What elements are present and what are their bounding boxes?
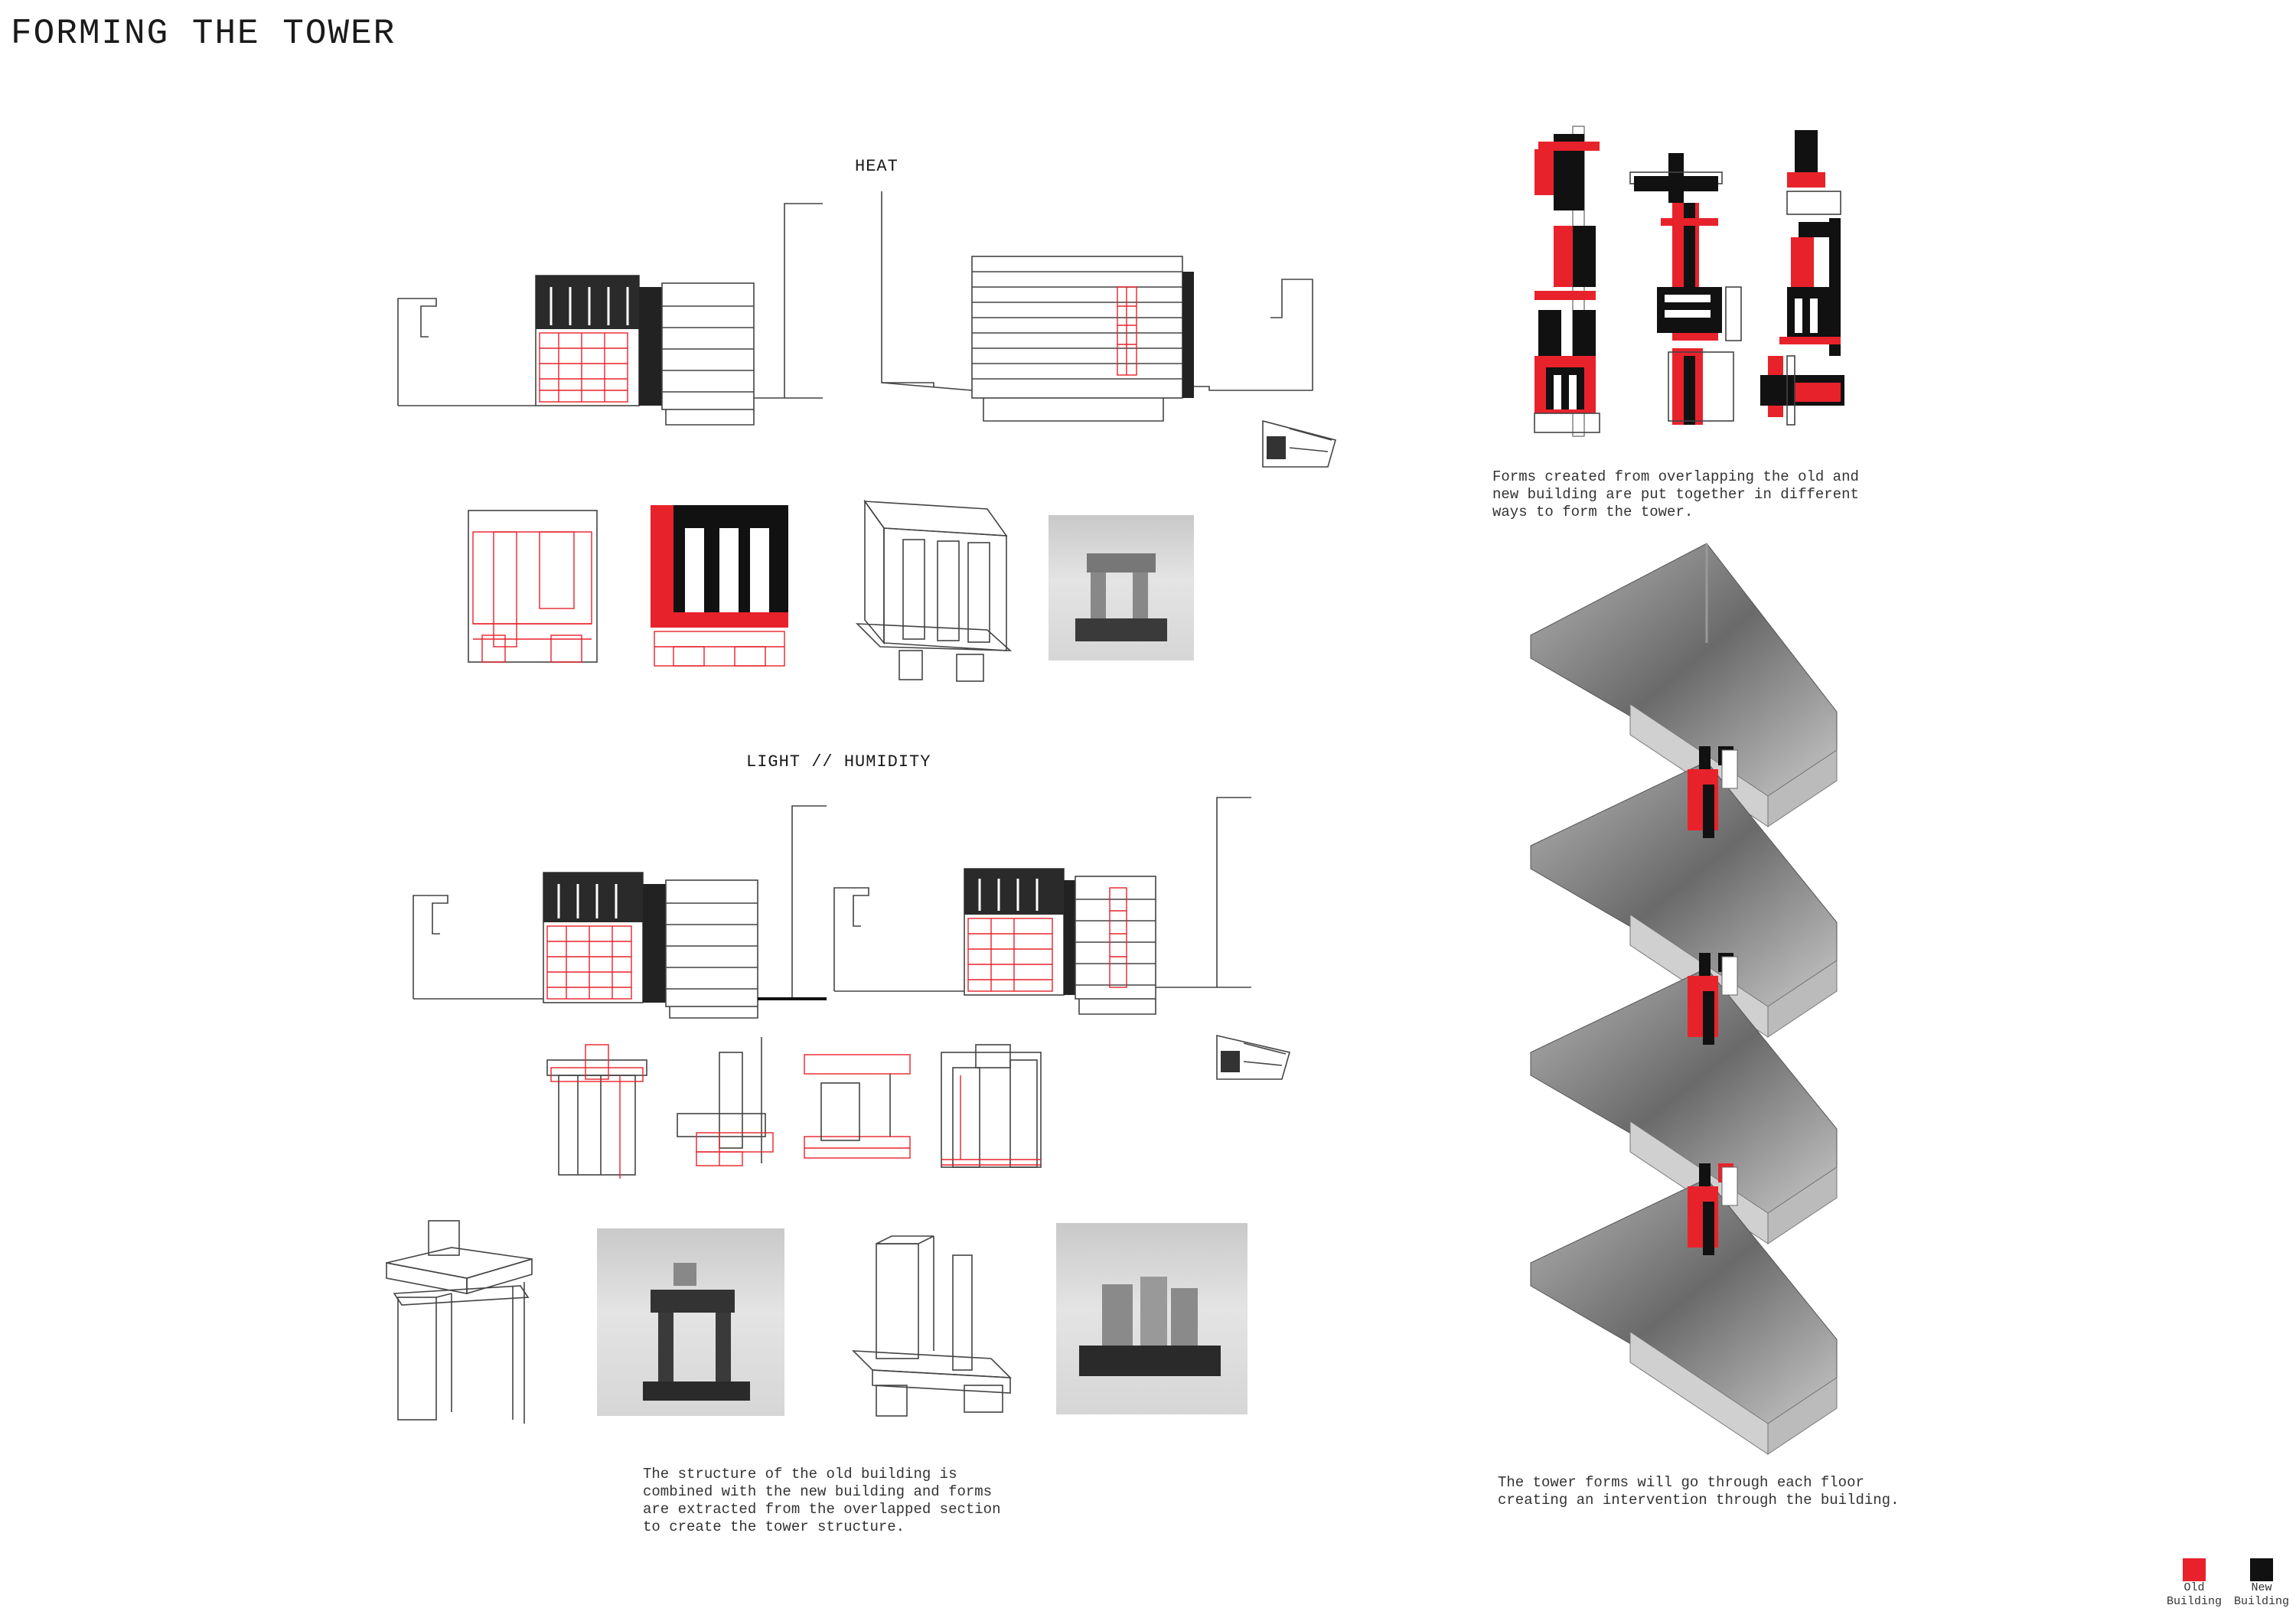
light-form-isometric-2 bbox=[851, 1235, 1013, 1417]
light-form-isometric-1 bbox=[386, 1220, 533, 1424]
sheet-title: FORMING THE TOWER bbox=[11, 14, 396, 54]
light-form-3 bbox=[804, 1054, 911, 1159]
light-section-left bbox=[413, 805, 827, 1019]
heat-model-photo bbox=[1049, 515, 1194, 661]
light-form-1 bbox=[546, 1044, 647, 1179]
heat-site-plan bbox=[1262, 419, 1336, 468]
light-site-plan bbox=[1216, 1034, 1291, 1080]
legend-old-swatch bbox=[2183, 1558, 2206, 1581]
heat-form-isometric bbox=[855, 499, 1013, 682]
light-form-4 bbox=[941, 1044, 1042, 1168]
structure-caption: The structure of the old building is com… bbox=[643, 1466, 1001, 1535]
legend-new-building: New Building bbox=[2227, 1558, 2296, 1609]
light-model-2 bbox=[1079, 1277, 1221, 1376]
heat-form-overlap bbox=[468, 510, 598, 663]
tower-form-3 bbox=[1760, 130, 1844, 426]
heat-model bbox=[1075, 553, 1167, 641]
light-model-photo-2 bbox=[1056, 1223, 1247, 1414]
forms-caption: Forms created from overlapping the old a… bbox=[1492, 468, 1859, 520]
legend-old-label: Old Building bbox=[2166, 1581, 2222, 1608]
legend-new-swatch bbox=[2250, 1558, 2273, 1581]
light-section-right bbox=[833, 797, 1251, 1015]
light-form-2 bbox=[677, 1037, 774, 1166]
legend-new-label: New Building bbox=[2233, 1581, 2289, 1608]
floor-plate-4 bbox=[1530, 1163, 1838, 1455]
heat-section-left bbox=[397, 203, 823, 426]
tower-caption: The tower forms will go through each flo… bbox=[1498, 1474, 1900, 1509]
tower-floor-stack bbox=[1530, 543, 1838, 1455]
light-model-photo-1 bbox=[597, 1228, 784, 1416]
heat-label: HEAT bbox=[855, 157, 899, 176]
heat-form-composite bbox=[651, 505, 788, 667]
light-humidity-label: LIGHT // HUMIDITY bbox=[746, 752, 931, 771]
heat-section-right bbox=[881, 191, 1313, 422]
tower-form-2 bbox=[1629, 153, 1742, 425]
light-model-1 bbox=[643, 1263, 750, 1401]
legend-old-building: Old Building bbox=[2160, 1558, 2229, 1609]
tower-form-1 bbox=[1534, 126, 1600, 437]
